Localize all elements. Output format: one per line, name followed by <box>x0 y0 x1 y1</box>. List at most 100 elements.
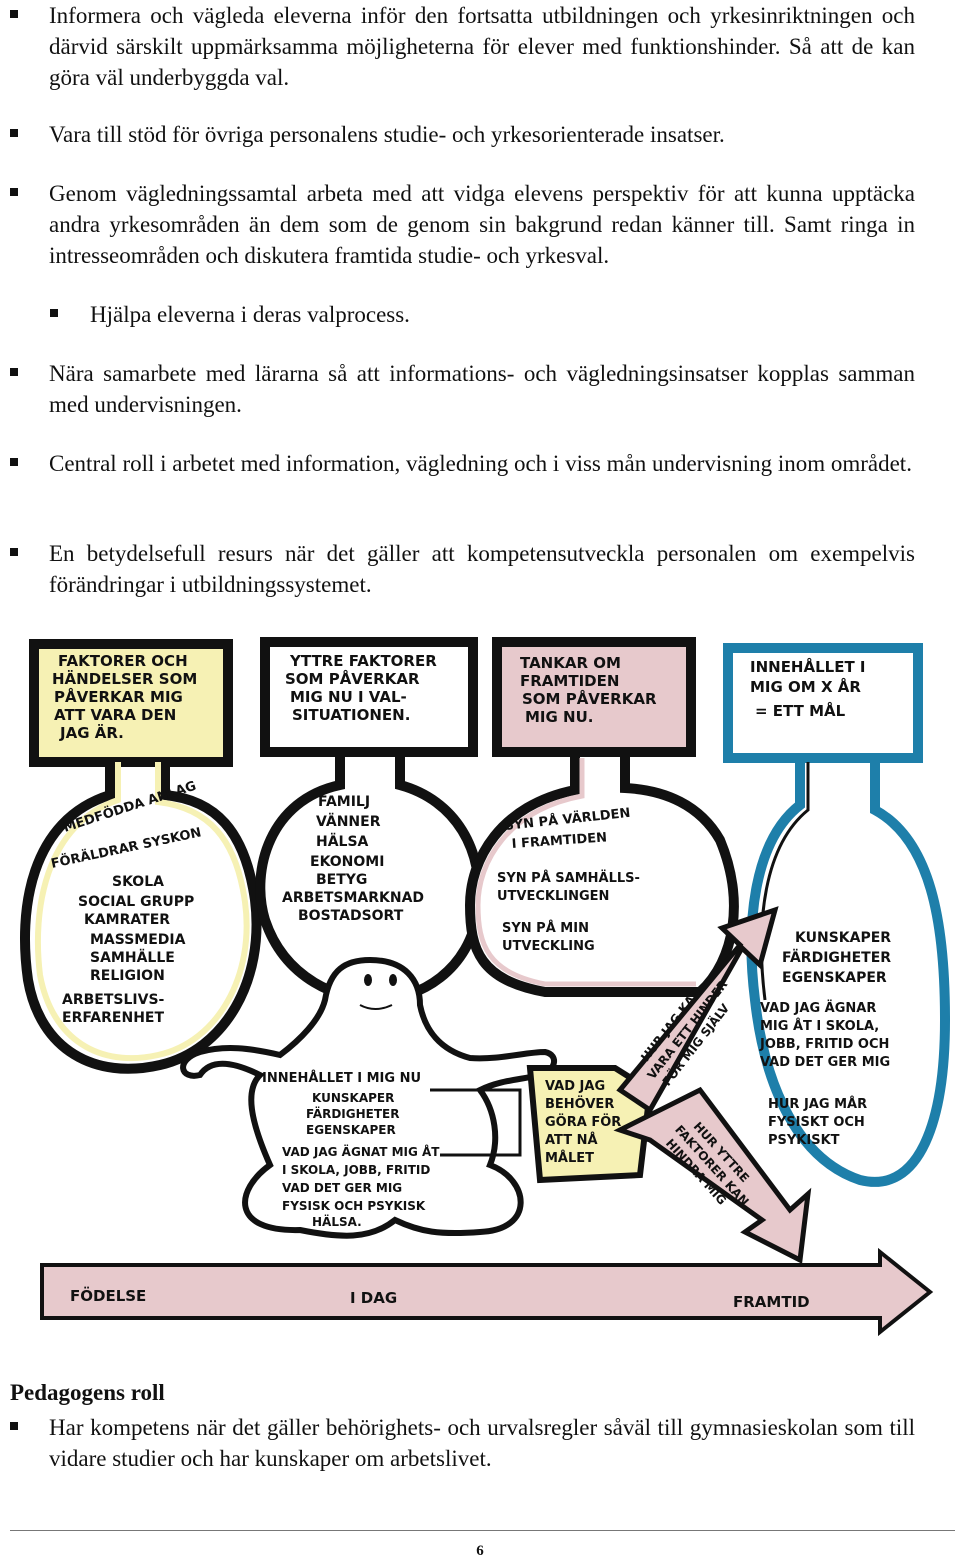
diagram-label: FYSISKT OCH <box>768 1115 865 1130</box>
diagram-label: KUNSKAPER <box>795 930 891 946</box>
diagram-label: UTVECKLINGEN <box>497 889 609 904</box>
diagram-label: VAD JAG <box>545 1079 605 1094</box>
bullet-text: Genom vägledningssamtal arbeta med att v… <box>49 181 915 268</box>
diagram-label: VAD DET GER MIG <box>282 1181 402 1195</box>
diagram-label: TANKAR OM <box>520 654 621 672</box>
bullet-icon <box>10 548 18 556</box>
diagram-label: INNEHÅLLET I MIG NU <box>262 1070 421 1086</box>
vaglednings-diagram: FAKTORER OCH HÄNDELSER SOM PÅVERKAR MIG … <box>20 637 951 1337</box>
diagram-label: SYN PÅ SAMHÄLLS- <box>497 870 640 886</box>
diagram-label: I FRAMTIDEN <box>511 830 607 852</box>
diagram-label: = ETT MÅL <box>755 701 846 720</box>
bullet-icon <box>50 309 58 317</box>
bullet-text: Har kompetens när det gäller behörighets… <box>49 1415 915 1471</box>
diagram-label: MIG ÅT I SKOLA, <box>760 1018 879 1034</box>
diagram-label: PSYKISKT <box>768 1133 840 1148</box>
box-thoughts <box>492 637 696 757</box>
diagram-label: SAMHÄLLE <box>90 949 175 966</box>
diagram-label: ARBETSMARKNAD <box>282 890 424 906</box>
diagram-label: FAMILJ <box>318 794 370 810</box>
bullet-text: Informera och vägleda eleverna inför den… <box>49 3 915 90</box>
diagram-label: PÅVERKAR MIG <box>54 687 183 706</box>
diagram-label: INNEHÅLLET I <box>750 657 866 676</box>
bullet-icon <box>10 188 18 196</box>
diagram-label: BOSTADSORT <box>298 908 404 924</box>
diagram-label: JAG ÄR. <box>59 723 124 742</box>
diagram-label: YTTRE FAKTORER <box>289 652 437 670</box>
bullet-icon <box>10 368 18 376</box>
box-external-text: YTTRE FAKTORER SOM PÅVERKAR MIG NU I VAL… <box>285 652 437 724</box>
arrow-self-hinder <box>616 906 779 1114</box>
diagram-label: MIG NU. <box>525 708 593 726</box>
timeline-label-today: I DAG <box>350 1289 397 1307</box>
diagram-label: HÄLSA. <box>312 1214 362 1229</box>
figure-eye-left <box>364 974 372 986</box>
diagram-label: VÄNNER <box>316 813 381 830</box>
diagram-label: FÄRDIGHETER <box>782 949 891 966</box>
bullet-item: Informera och vägleda eleverna inför den… <box>10 0 915 93</box>
page-number: 6 <box>476 1543 484 1559</box>
diagram-label: HUR JAG MÅR <box>768 1096 867 1112</box>
timeline-label-birth: FÖDELSE <box>70 1286 146 1305</box>
bullet-text: Vara till stöd för övriga personalens st… <box>49 122 725 147</box>
timeline-arrow <box>40 1247 934 1337</box>
bullet-icon <box>10 458 18 466</box>
box-future-content <box>723 643 923 763</box>
box-thoughts-text: TANKAR OM FRAMTIDEN SOM PÅVERKAR MIG NU. <box>520 654 657 726</box>
diagram-label: HÄLSA <box>316 833 369 850</box>
figure-arm-line <box>430 1088 522 1157</box>
box-external <box>260 637 478 757</box>
bullet-icon <box>10 129 18 137</box>
diagram-label: SOCIAL GRUPP <box>78 894 194 910</box>
diagram-label: VAD DET GER MIG <box>760 1055 890 1070</box>
diagram-label: MIG OM X ÅR <box>750 677 861 696</box>
bullet-icon <box>10 10 18 18</box>
diagram-label: GÖRA FÖR <box>545 1114 621 1130</box>
section-heading: Pedagogens roll <box>10 1380 165 1405</box>
figure-smile <box>359 1004 393 1010</box>
diagram-label: UTVECKLING <box>502 939 595 954</box>
figure-person <box>180 956 557 1239</box>
diagram-label: ARBETSLIVS- <box>62 992 165 1008</box>
diagram-label: ERFARENHET <box>62 1010 164 1026</box>
diagram-label: RELIGION <box>90 968 165 984</box>
bullet-text: Central roll i arbetet med information, … <box>49 451 912 476</box>
diagram-label: ATT NÅ <box>545 1132 598 1148</box>
diagram-label: I SKOLA, JOBB, FRITID <box>282 1163 430 1177</box>
bubble-thoughts-fill <box>475 758 696 987</box>
diagram-label: ATT VARA DEN <box>54 706 176 724</box>
box-factors <box>29 639 233 767</box>
diagram-label: HÄNDELSER SOM <box>52 669 197 688</box>
diagram-label: VAD JAG ÄGNAR <box>760 1000 876 1016</box>
diagram-label: SITUATIONEN. <box>292 706 410 724</box>
diagram-label: EGENSKAPER <box>782 970 887 986</box>
diagram-label: KUNSKAPER <box>312 1091 394 1105</box>
bubble-future-outline <box>760 762 810 1001</box>
diagram-label: SYN PÅ MIN <box>502 920 589 936</box>
diagram-label: FRAMTIDEN <box>520 672 619 690</box>
diagram-label: VAD JAG ÄGNAT MIG ÅT <box>282 1144 440 1159</box>
diagram-label: BETYG <box>316 872 367 888</box>
diagram-label: FYSISK OCH PSYKISK <box>282 1199 426 1213</box>
figure-eye-right <box>389 974 397 986</box>
arrow-external-hinder <box>613 1086 812 1264</box>
bubble-future-text: KUNSKAPER FÄRDIGHETER EGENSKAPER VAD JAG… <box>759 930 891 1148</box>
diagram-label: SKOLA <box>112 874 164 890</box>
diagram-label: EGENSKAPER <box>306 1123 396 1137</box>
diagram-label: FÄRDIGHETER <box>306 1106 400 1121</box>
diagram-label: BEHÖVER <box>545 1096 614 1112</box>
diagram-label: SOM PÅVERKAR <box>285 669 420 688</box>
diagram-label: KAMRATER <box>84 912 170 928</box>
diagram-label: MASSMEDIA <box>90 932 186 948</box>
diagram-label: MIG NU I VAL- <box>290 688 407 706</box>
box-factors-text: FAKTORER OCH HÄNDELSER SOM PÅVERKAR MIG … <box>52 652 197 742</box>
diagram-label: EKONOMI <box>310 854 384 870</box>
footer-divider <box>10 1530 955 1531</box>
bullet-text: En betydelsefull resurs när det gäller a… <box>49 541 915 597</box>
timeline-label-future: FRAMTID <box>733 1293 810 1311</box>
box-future-text: INNEHÅLLET I MIG OM X ÅR = ETT MÅL <box>750 657 866 720</box>
bubble-left <box>20 757 262 1074</box>
bullet-icon <box>10 1422 18 1430</box>
figure-text: INNEHÅLLET I MIG NU KUNSKAPER FÄRDIGHETE… <box>262 1070 440 1229</box>
diagram-label: FAKTORER OCH <box>58 652 188 670</box>
